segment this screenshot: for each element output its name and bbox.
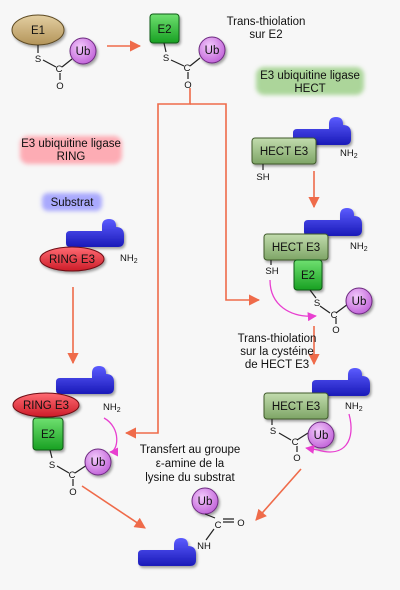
ring-e2-complex: RING E3 NH2 E2 S C O Ub (12, 366, 121, 498)
transfer-label-line2: ε-amine de la (156, 458, 225, 470)
hect-e3-label: HECT E3 (260, 146, 308, 158)
arrow-hect-to-product (255, 468, 302, 521)
hect-ub-complex: NH2 HECT E3 S C O Ub (263, 368, 370, 464)
product-nh-atom: NH (197, 541, 211, 552)
e2-c-atom: C (184, 63, 191, 74)
ring-e2-nh2: NH2 (103, 402, 121, 414)
e1-o-atom: O (56, 81, 63, 92)
ub-label: Ub (198, 496, 213, 508)
e1-c-atom: C (56, 64, 63, 75)
hect-e3-box (263, 392, 329, 420)
product-c-atom: C (215, 520, 222, 531)
substrate-shape (138, 538, 196, 566)
hect-e3-free: NH2 HECT E3 SH (251, 117, 358, 183)
hect-ub-nh2: NH2 (345, 401, 363, 413)
e1-ubiquitin-complex: E1 S C O Ub (11, 14, 97, 92)
ub-icon (198, 36, 226, 64)
trans-thiolation-e2-title: Trans-thiolation (227, 16, 306, 28)
substrate-title: Substrat (42, 193, 102, 211)
e2-s-atom: S (163, 53, 169, 64)
ub-icon (69, 37, 97, 65)
arrow-e2-branch (124, 88, 191, 439)
e2-label: E2 (301, 270, 315, 282)
hect-e3-box (251, 137, 317, 165)
ubiquitinated-substrate: Ub C O NH (138, 487, 245, 566)
ring-ligase-title-line2: RING (57, 151, 86, 163)
arrow-e2-to-hect (190, 103, 261, 306)
ub-label: Ub (314, 430, 329, 442)
process-arrows (67, 40, 320, 529)
hect-e2-complex: NH2 HECT E3 SH E2 S C O Ub (263, 208, 373, 336)
e2-o-atom: O (184, 80, 191, 91)
e2-ubiquitin-complex: E2 S C O Ub (149, 13, 226, 91)
trans-thiolation-hect-line2: sur la cystéine (240, 346, 314, 358)
e1-label: E1 (31, 25, 45, 37)
trans-thiolation-hect-line3: de HECT E3 (245, 359, 309, 371)
ub-icon (345, 287, 373, 315)
hect-ligase-title: E3 ubiquitine ligase HECT (256, 67, 364, 95)
substrate-shape (56, 366, 114, 394)
substrate-shape (66, 219, 124, 247)
ub-label: Ub (352, 296, 367, 308)
product-o-atom: O (237, 518, 244, 529)
e2-label: E2 (157, 24, 171, 36)
hect-e2-sh: SH (265, 266, 278, 277)
trans-thiolation-hect-line1: Trans-thiolation (238, 333, 317, 345)
hect-e2-nh2: NH2 (350, 241, 368, 253)
e2-enzyme (32, 417, 64, 451)
ring-e2-s-atom: S (49, 460, 55, 471)
hect-free-nh2: NH2 (340, 148, 358, 160)
hect-e3-label: HECT E3 (272, 401, 320, 413)
transfer-label-line3: lysine du substrat (145, 472, 235, 484)
ring-e2-c-atom: C (69, 470, 76, 481)
hect-e2-c-atom: C (331, 310, 338, 321)
transfer-arrow-hect-cys (269, 279, 317, 322)
ub-label: Ub (76, 46, 91, 58)
substrate-shape (304, 208, 362, 236)
ub-icon (307, 421, 335, 449)
hect-e2-o-atom: O (332, 325, 339, 336)
ub-label: Ub (91, 457, 106, 469)
transfer-arrow-ring-lys (103, 417, 119, 457)
hect-e2-s-atom: S (314, 298, 320, 309)
arrow-ring-to-product (81, 485, 146, 529)
e2-enzyme (293, 259, 323, 291)
hect-ub-c-atom: C (292, 437, 299, 448)
hect-ub-o-atom: O (293, 453, 300, 464)
e1-s-atom: S (35, 54, 41, 65)
ring-e3-enzyme (12, 392, 80, 418)
transfer-arrow-hect-lys (305, 413, 352, 454)
ring-e3-enzyme (39, 246, 105, 272)
ring-substrate-nh2: NH2 (120, 253, 138, 265)
ring-ligase-title: E3 ubiquitine ligase RING (20, 136, 122, 164)
trans-thiolation-e2-subtitle: sur E2 (249, 29, 282, 41)
ring-e3-substrate: RING E3 NH2 (39, 219, 138, 272)
hect-ub-s-atom: S (270, 426, 276, 437)
hect-ligase-title-line1: E3 ubiquitine ligase (260, 70, 360, 82)
ring-e3-label: RING E3 (23, 400, 69, 412)
ring-e3-label: RING E3 (49, 254, 95, 266)
hect-e3-label: HECT E3 (272, 242, 320, 254)
ring-ligase-title-line1: E3 ubiquitine ligase (21, 138, 121, 150)
e2-label: E2 (41, 429, 55, 441)
ring-e2-o-atom: O (69, 487, 76, 498)
ub-label: Ub (205, 45, 220, 57)
substrate-shape (312, 368, 370, 396)
ub-icon (84, 448, 112, 476)
substrate-title-text: Substrat (51, 197, 95, 209)
hect-free-sh: SH (256, 172, 269, 183)
hect-ligase-title-line2: HECT (294, 83, 325, 95)
transfer-label-line1: Transfert au groupe (140, 444, 241, 456)
